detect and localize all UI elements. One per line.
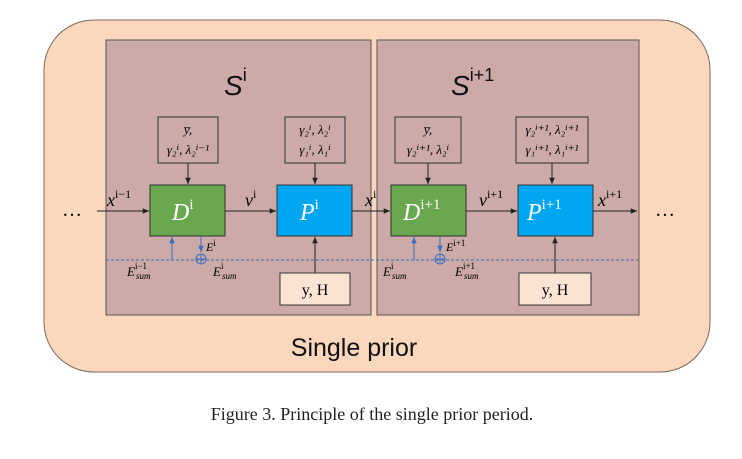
yh-box-next bbox=[518, 272, 592, 306]
p-block-i-label: Pi bbox=[299, 197, 319, 226]
yh-box-i bbox=[279, 272, 351, 306]
esum-i-left-next-sub: sum bbox=[392, 271, 407, 281]
p-block-next-label: Pi+1 bbox=[526, 197, 562, 226]
ellipsis-left: … bbox=[62, 199, 82, 221]
param-d-i-line1: y̅, bbox=[182, 122, 192, 137]
var-x-i: xi bbox=[364, 187, 377, 210]
yh-label-next: y, H bbox=[542, 282, 569, 299]
d-block-next bbox=[390, 184, 467, 237]
var-v-i: vi bbox=[245, 187, 257, 210]
err-label-next: Ei+1 bbox=[445, 238, 465, 254]
stage-next-box bbox=[376, 39, 640, 316]
d-block-next-label: Di+1 bbox=[402, 197, 440, 226]
var-x-i-plus-1: xi+1 bbox=[597, 187, 622, 210]
var-v-i-plus-1: vi+1 bbox=[479, 187, 503, 210]
stage-next-title: Si+1 bbox=[451, 65, 494, 101]
esum-i-left-next: Ei bbox=[382, 261, 394, 279]
param-p-i-line1: γ₂ⁱ, λ₂ⁱ bbox=[299, 122, 331, 137]
p-block-i bbox=[276, 184, 353, 237]
d-block-i-label: Di bbox=[171, 197, 194, 226]
stage-i-title: Si bbox=[224, 65, 247, 101]
esum-i-minus-1-sub: sum bbox=[136, 271, 151, 281]
param-box-p-i bbox=[284, 116, 346, 164]
var-x-i-minus-1: xi−1 bbox=[106, 187, 131, 210]
p-block-next bbox=[517, 184, 594, 237]
d-block-i bbox=[149, 184, 226, 237]
param-d-next-line1: y̅, bbox=[422, 122, 432, 137]
param-p-i-line2: γ₁ⁱ, λ₁ⁱ bbox=[299, 142, 331, 157]
err-label-i: Ei bbox=[205, 238, 216, 254]
ellipsis-right: … bbox=[655, 199, 675, 221]
param-box-p-next bbox=[515, 116, 589, 164]
yh-label-i: y, H bbox=[302, 282, 329, 299]
esum-i: Ei bbox=[212, 261, 224, 279]
stage-i-box bbox=[105, 39, 372, 316]
param-box-d-i bbox=[157, 116, 219, 164]
param-d-next-line2: γ₂ⁱ⁺¹, λ₂ⁱ bbox=[407, 142, 450, 157]
esum-i-plus-1: Ei+1 bbox=[454, 261, 475, 279]
param-d-i-line2: γ₂ⁱ, λ₂ⁱ⁻¹ bbox=[167, 142, 209, 157]
param-p-next-line1: γ₂ⁱ⁺¹, λ₂ⁱ⁺¹ bbox=[525, 122, 578, 137]
esum-i-plus-1-sub: sum bbox=[464, 271, 479, 281]
esum-i-sub: sum bbox=[222, 271, 237, 281]
figure-caption: Figure 3. Principle of the single prior … bbox=[211, 404, 533, 424]
param-box-d-next bbox=[394, 116, 462, 164]
esum-i-minus-1: Ei−1 bbox=[126, 261, 147, 279]
param-p-next-line2: γ₁ⁱ⁺¹, λ₁ⁱ⁺¹ bbox=[525, 142, 578, 157]
panel-label: Single prior bbox=[291, 334, 417, 362]
